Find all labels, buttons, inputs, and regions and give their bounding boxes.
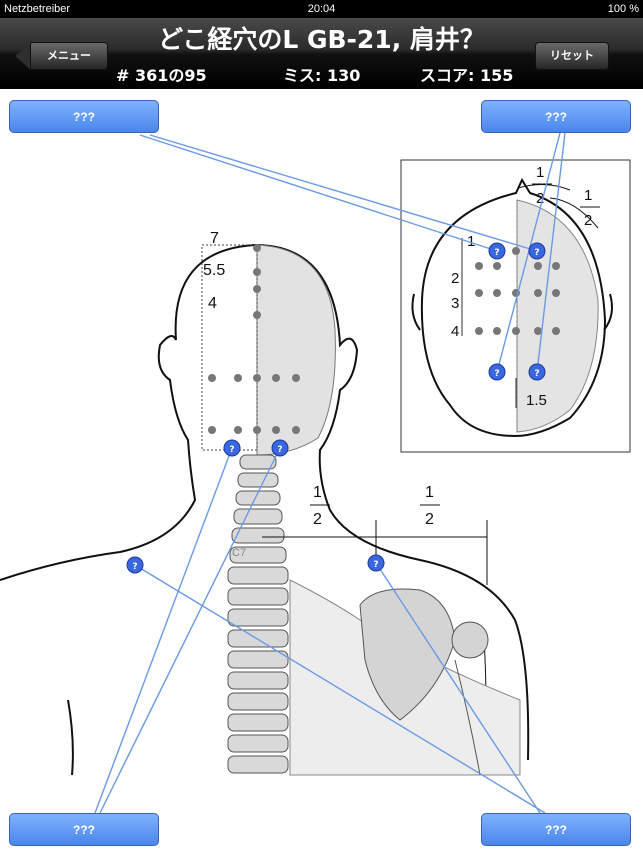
answer-button-top-left[interactable]: ??? bbox=[9, 100, 159, 133]
inset-label-4: 4 bbox=[451, 323, 459, 340]
marker-6[interactable] bbox=[271, 439, 289, 457]
marker-3[interactable] bbox=[488, 363, 506, 381]
body-outline bbox=[0, 243, 530, 761]
marker-1[interactable] bbox=[488, 242, 506, 260]
answer-button-bottom-right[interactable]: ??? bbox=[481, 813, 631, 846]
status-bar: Netzbetreiber 20:04 100 % bbox=[0, 0, 643, 18]
marker-2-glyph: ? bbox=[534, 248, 539, 258]
fraction-den-right: 2 bbox=[425, 511, 434, 528]
battery-label: 100 % bbox=[607, 3, 639, 15]
marker-3-glyph: ? bbox=[494, 369, 499, 379]
head-label-7: 7 bbox=[210, 230, 219, 247]
inset-label-1: 1 bbox=[467, 233, 475, 250]
fraction-num-right: 1 bbox=[425, 484, 434, 501]
answer-button-top-right[interactable]: ??? bbox=[481, 100, 631, 133]
clock-label: 20:04 bbox=[307, 3, 336, 15]
fraction-den-left: 2 bbox=[313, 511, 322, 528]
answer-button-bottom-left[interactable]: ??? bbox=[9, 813, 159, 846]
marker-1-glyph: ? bbox=[494, 248, 499, 258]
head-label-5-5: 5.5 bbox=[203, 262, 225, 279]
inset-label-2: 2 bbox=[451, 270, 459, 287]
progress-counter: # 361の95 bbox=[116, 66, 207, 85]
back-arrow-icon[interactable] bbox=[15, 42, 31, 70]
inset-points bbox=[475, 247, 560, 335]
marker-8-glyph: ? bbox=[373, 560, 378, 570]
carrier-label: Netzbetreiber bbox=[4, 3, 71, 15]
marker-4-glyph: ? bbox=[534, 369, 539, 379]
miss-counter: ミス: 130 bbox=[283, 66, 361, 85]
marker-7[interactable] bbox=[126, 556, 144, 574]
fraction-num-left: 1 bbox=[313, 484, 322, 501]
head-label-4: 4 bbox=[208, 295, 217, 312]
nav-bar: メニュー どこ経穴のL GB-21, 肩井？ リセット # 361の95 ミス:… bbox=[0, 18, 643, 89]
skull-shade bbox=[256, 244, 336, 456]
inset-ear-left bbox=[411, 293, 421, 331]
marker-8[interactable] bbox=[367, 554, 385, 572]
question-markers[interactable]: ? ? ? ? ? ? ? ? bbox=[126, 242, 546, 574]
score-counter: スコア: 155 bbox=[420, 66, 514, 85]
inset-fraction-num-2: 1 bbox=[584, 187, 592, 204]
inset-fraction-num-1: 1 bbox=[536, 164, 544, 181]
inset-label-1-5: 1.5 bbox=[526, 392, 547, 409]
inset-fraction-den-2: 2 bbox=[584, 212, 592, 229]
reset-button[interactable]: リセット bbox=[535, 42, 609, 70]
marker-5-glyph: ? bbox=[229, 445, 234, 455]
vertebra-label: C7 bbox=[232, 547, 246, 559]
question-title: どこ経穴のL GB-21, 肩井？ bbox=[158, 25, 485, 54]
leader-lines bbox=[94, 132, 566, 814]
inset-fraction-den-1: 2 bbox=[536, 190, 544, 207]
inset-label-3: 3 bbox=[451, 295, 459, 312]
marker-7-glyph: ? bbox=[132, 562, 137, 572]
head-points bbox=[208, 244, 300, 434]
humerus-head bbox=[451, 621, 489, 659]
menu-button[interactable]: メニュー bbox=[30, 42, 108, 70]
marker-4[interactable] bbox=[528, 363, 546, 381]
inset-ear-right bbox=[603, 293, 613, 331]
marker-6-glyph: ? bbox=[277, 445, 282, 455]
spine bbox=[227, 454, 289, 774]
marker-5[interactable] bbox=[223, 439, 241, 457]
marker-2[interactable] bbox=[528, 242, 546, 260]
